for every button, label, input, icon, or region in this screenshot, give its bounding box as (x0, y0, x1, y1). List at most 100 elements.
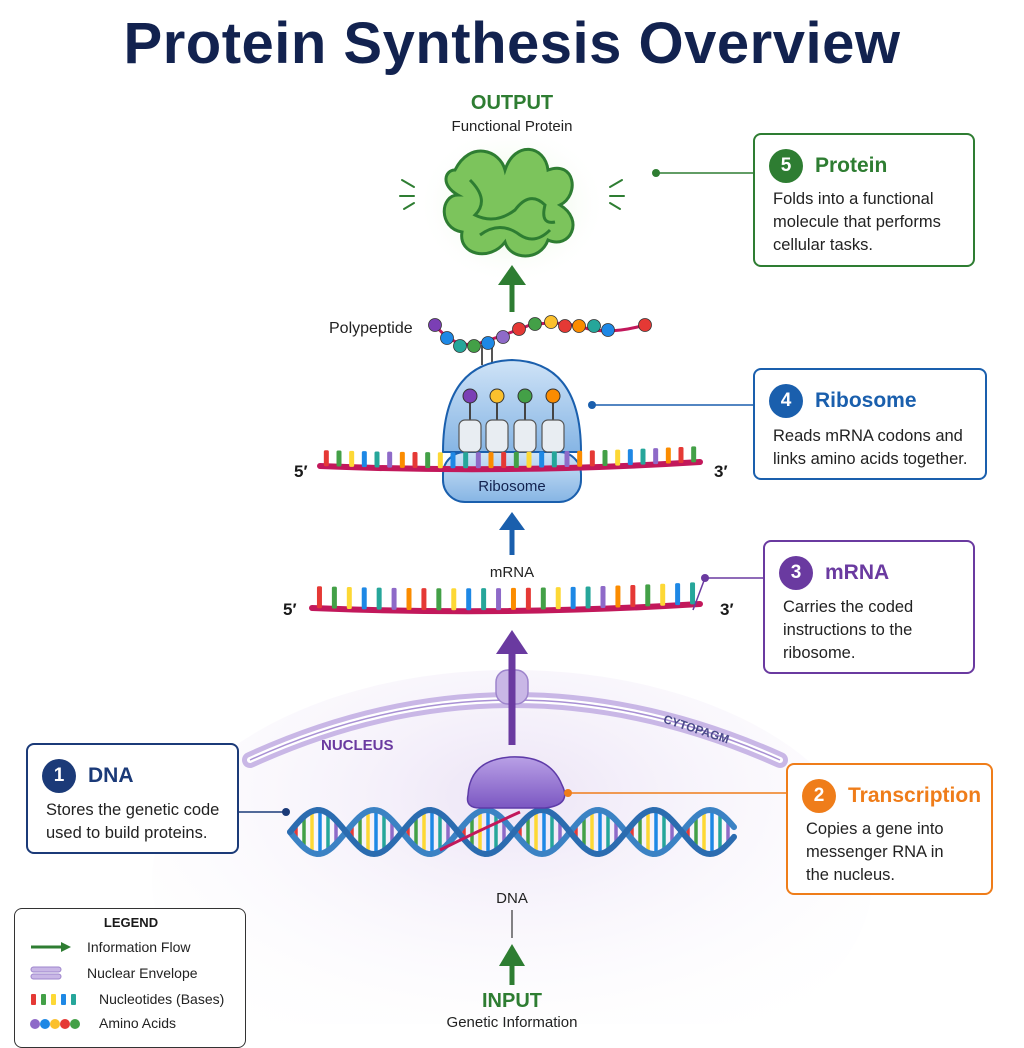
step-number-badge: 5 (769, 149, 803, 183)
step-card-protein: 5 Protein Folds into a functional molecu… (753, 133, 975, 267)
amino-acids-icon (30, 1019, 80, 1029)
connector-lines (238, 169, 788, 816)
nucleotide-base (589, 450, 595, 467)
nucleotide-base (577, 450, 583, 467)
nucleotide-base (540, 587, 546, 610)
legend-item-amino-acids: Amino Acids (29, 1015, 176, 1031)
nucleotide-base (316, 586, 322, 609)
nucleotide-base (660, 583, 666, 606)
nucleotide-base (450, 452, 456, 469)
nucleotide-base (627, 449, 633, 466)
legend-item-information-flow: Information Flow (29, 939, 190, 955)
ribosome-strand-5prime: 5′ (294, 462, 308, 481)
folded-protein (399, 125, 625, 285)
amino-acid (572, 319, 586, 333)
output-subtitle: Functional Protein (451, 118, 573, 135)
nucleotide-base (406, 588, 412, 610)
nucleotide-base (331, 586, 337, 609)
amino-acid (467, 339, 481, 353)
nucleotide-base (466, 588, 472, 611)
nucleotide-base (551, 451, 557, 468)
nucleotide-base (690, 582, 696, 605)
mrna-strand-3prime: 3′ (720, 600, 734, 619)
step-title: mRNA (825, 561, 890, 584)
trna (541, 419, 565, 453)
nucleotide-base (675, 583, 681, 606)
nucleotide-base (391, 587, 397, 610)
flow-arrow-mrna (496, 630, 528, 745)
nucleotide-base (412, 452, 418, 468)
rna-polymerase (439, 756, 566, 852)
nucleotide-base (691, 446, 697, 463)
nucleotide-base (425, 452, 431, 469)
amino-acid (462, 388, 478, 404)
amino-acid (489, 388, 505, 404)
step-card-dna: 1 DNA Stores the genetic code used to bu… (26, 743, 239, 854)
diagram-canvas (152, 125, 872, 1024)
step-description: Copies a gene into messenger RNA in the … (806, 820, 944, 884)
nucleotide-base (488, 452, 494, 469)
legend-title: LEGEND (103, 915, 159, 930)
step-description: Reads mRNA codons and links amino acids … (773, 427, 968, 468)
legend-label: Nucleotides (Bases) (99, 991, 225, 1007)
nucleotide-base (451, 588, 457, 611)
nucleotide-base (399, 451, 405, 468)
mrna-strand (309, 582, 703, 615)
step-number-badge: 4 (769, 384, 803, 418)
ribosome-strand-3prime: 3′ (714, 462, 728, 481)
nucleotide-base (387, 451, 393, 468)
polypeptide-label: Polypeptide (329, 320, 413, 337)
step-title: Ribosome (815, 389, 917, 412)
ribosome-label: Ribosome (478, 478, 546, 495)
flow-arrow-input (499, 910, 525, 985)
nucleotide-base (437, 452, 443, 469)
amino-acid (545, 388, 561, 404)
step-number-badge: 2 (802, 779, 836, 813)
nucleotide-base (615, 449, 621, 466)
step-number-badge: 3 (779, 556, 813, 590)
nucleotide-base (336, 450, 342, 467)
step-number-badge: 1 (42, 759, 76, 793)
nucleotide-base (496, 588, 502, 611)
nucleotide-base (640, 448, 646, 465)
ribosome-mrna-strand (317, 446, 703, 473)
legend-item-nucleotides: Nucleotides (Bases) (29, 991, 224, 1007)
amino-acid (638, 318, 652, 332)
nucleotide-base (323, 450, 329, 467)
nucleotide-base (436, 588, 442, 611)
step-title: Transcription (848, 784, 982, 807)
amino-acid (496, 330, 510, 344)
nucleotide-base (481, 588, 487, 611)
nucleotide-base (665, 447, 671, 464)
step-card-transcription: 2 Transcription Copies a gene into messe… (786, 763, 993, 895)
dna-double-helix (287, 806, 737, 858)
nucleotide-base (539, 451, 545, 468)
nucleotide-base (526, 451, 532, 468)
trna (485, 419, 509, 453)
nucleotide-base (653, 448, 659, 465)
nucleotide-base (585, 586, 591, 609)
nucleotide-base (615, 585, 621, 608)
nucleotide-base (346, 587, 352, 610)
step-card-ribosome: 4 Ribosome Reads mRNA codons and links a… (753, 368, 987, 480)
input-heading: INPUT (482, 990, 542, 1012)
legend: LEGEND Information Flow Nuclear Envelope… (14, 908, 246, 1048)
flow-arrow-ribosome (499, 512, 525, 555)
nucleotide-base (361, 451, 367, 468)
step-description: Carries the coded instructions to the ri… (783, 598, 914, 662)
nucleotide-base (525, 587, 531, 610)
amino-acid (428, 318, 442, 332)
step-title: Protein (815, 154, 888, 177)
legend-item-nuclear-envelope: Nuclear Envelope (29, 965, 198, 981)
amino-acid (440, 331, 454, 345)
mrna-strand-5prime: 5′ (283, 600, 297, 619)
membrane-icon (30, 966, 62, 980)
input-subtitle: Genetic Information (446, 1014, 578, 1031)
legend-label: Amino Acids (99, 1015, 177, 1031)
legend-label: Nuclear Envelope (87, 965, 198, 981)
trna (458, 419, 482, 453)
step-description: Folds into a functional molecule that pe… (773, 190, 941, 254)
nucleotide-base (564, 451, 570, 468)
trna (513, 419, 537, 453)
nucleotide-base (376, 587, 382, 610)
